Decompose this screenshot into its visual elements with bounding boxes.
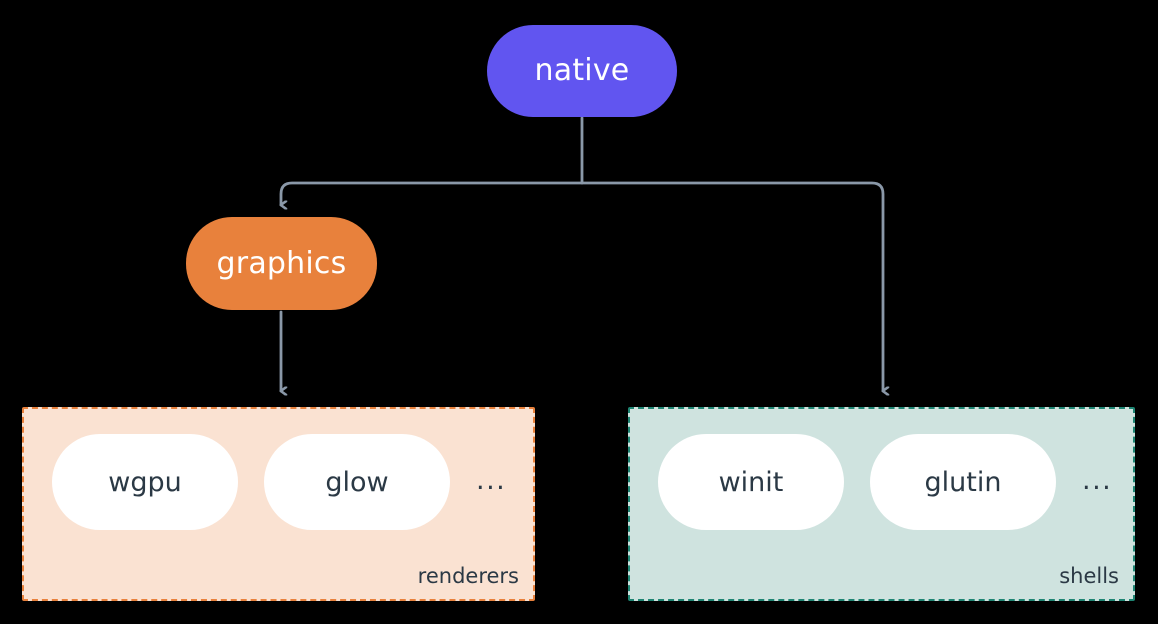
edge-native-to-shells [580, 181, 883, 391]
group-renderers-caption: renderers [417, 564, 519, 588]
group-shells-caption: shells [1059, 564, 1119, 588]
node-glow-label: glow [325, 466, 389, 498]
node-glow[interactable]: glow [264, 434, 450, 530]
node-graphics-label: graphics [216, 245, 347, 281]
edge-native-to-graphics [281, 181, 584, 205]
node-native[interactable]: native [487, 25, 677, 117]
node-glutin-label: glutin [924, 466, 1002, 498]
node-native-label: native [534, 53, 630, 88]
group-renderers-items: wgpu glow ... [24, 434, 533, 530]
node-winit[interactable]: winit [658, 434, 844, 530]
node-winit-label: winit [718, 466, 784, 498]
group-renderers: wgpu glow ... renderers [22, 407, 535, 601]
node-glutin[interactable]: glutin [870, 434, 1056, 530]
renderers-more-ellipsis: ... [476, 464, 507, 496]
group-shells-items: winit glutin ... [630, 434, 1133, 530]
node-wgpu-label: wgpu [108, 466, 182, 498]
node-graphics[interactable]: graphics [186, 217, 377, 310]
shells-more-ellipsis: ... [1082, 464, 1113, 496]
node-wgpu[interactable]: wgpu [52, 434, 238, 530]
group-shells: winit glutin ... shells [628, 407, 1135, 601]
